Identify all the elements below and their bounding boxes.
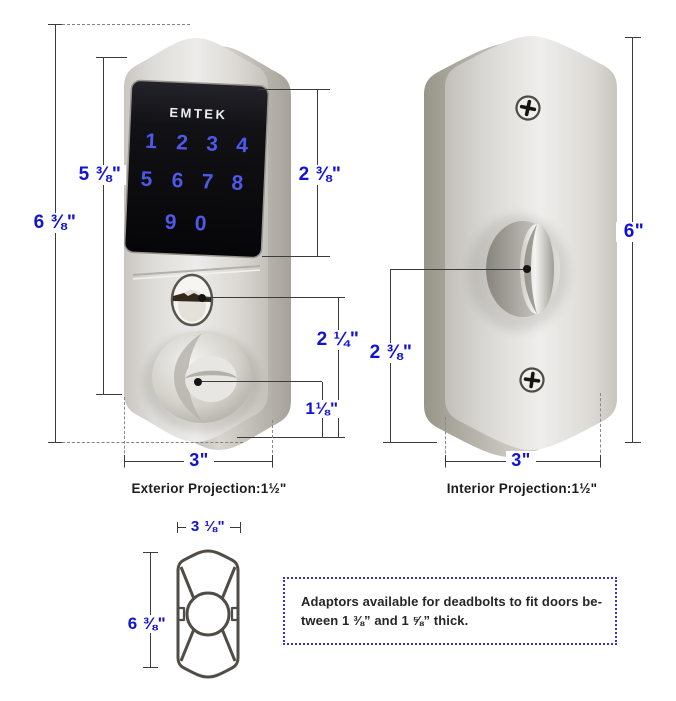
cross-section-outline <box>176 549 240 679</box>
cs-width-label: 3 ⅛" <box>186 519 230 535</box>
cross-section-tab-right <box>230 606 240 622</box>
cs-height-line <box>150 553 151 668</box>
int-turn-leader <box>390 269 527 270</box>
face-seam <box>132 265 261 276</box>
int-overall-bottom-tick <box>625 442 641 443</box>
ext-screen-bottom-tick <box>262 256 330 257</box>
ext-cylinder-leader-dot <box>198 294 206 302</box>
brand-logo: EMTEK <box>169 105 228 123</box>
adaptor-note-line2: tween 1 ⅜” and 1 ⅝” thick. <box>301 612 469 628</box>
ext-screen-height-label: 2 ⅜" <box>294 165 346 185</box>
mounting-screw-bottom <box>519 367 545 393</box>
key-9[interactable]: 9 <box>164 211 177 234</box>
cross-section-tab-left <box>176 606 186 622</box>
key-1[interactable]: 1 <box>145 130 158 154</box>
ext-width-guide-left <box>124 397 125 468</box>
ext-overall-height-line <box>55 25 56 443</box>
key-5[interactable]: 5 <box>140 168 153 192</box>
int-width-guide-right <box>600 393 601 468</box>
int-turn-leader-dot <box>523 265 531 273</box>
ext-turn-leader <box>198 381 322 382</box>
cs-height-bottom-tick <box>143 667 158 668</box>
ext-turn-leader-dot <box>194 378 202 386</box>
key-cylinder[interactable] <box>170 273 214 327</box>
ext-width-tick-left <box>124 455 125 467</box>
ext-panel-height-label: 5 ⅜" <box>74 165 126 185</box>
ext-overall-top-tick <box>48 24 62 25</box>
cs-width-tick-right <box>240 522 241 533</box>
key-2[interactable]: 2 <box>176 131 189 154</box>
ext-projection-caption: Exterior Projection:1½" <box>131 481 287 496</box>
int-overall-top-tick <box>625 37 641 38</box>
int-width-label: 3" <box>506 451 536 470</box>
ext-overall-top-extension <box>62 24 190 25</box>
adaptor-note-box: Adaptors available for deadbolts to fit … <box>283 577 617 645</box>
interior-thumbturn[interactable] <box>468 215 568 331</box>
int-width-tick-right <box>600 455 601 467</box>
ext-panel-top-tick <box>96 57 127 58</box>
int-overall-height-label: 6" <box>616 222 652 242</box>
key-7[interactable]: 7 <box>201 170 214 193</box>
ext-overall-bottom-extension <box>62 442 243 443</box>
interior-lock-image <box>424 36 617 457</box>
exterior-lock-image: EMTEK 1 2 3 4 5 6 7 8 9 0 <box>123 38 291 450</box>
mounting-screw-top <box>515 95 541 121</box>
ext-overall-bottom-tick <box>48 442 62 443</box>
ext-right-bottom-tick <box>237 437 345 438</box>
key-4[interactable]: 4 <box>236 134 249 158</box>
int-turn-label: 2 ⅜" <box>365 343 417 363</box>
int-projection-caption: Interior Projection:1½" <box>446 481 598 496</box>
ext-panel-bottom-tick <box>96 394 122 395</box>
exterior-thumb-grip[interactable] <box>144 331 260 432</box>
cs-width-tick-left <box>177 522 178 533</box>
key-3[interactable]: 3 <box>206 132 219 155</box>
cross-section-ribs <box>179 566 237 662</box>
int-turn-bottom-tick <box>383 442 437 443</box>
key-6[interactable]: 6 <box>171 169 184 192</box>
key-8[interactable]: 8 <box>231 172 244 196</box>
ext-cylinder-leader <box>202 297 345 298</box>
cross-section-bore <box>185 591 231 637</box>
int-width-tick-left <box>445 455 446 467</box>
cs-height-top-tick <box>143 552 158 553</box>
keypad-screen[interactable]: EMTEK 1 2 3 4 5 6 7 8 9 0 <box>123 79 270 259</box>
ext-panel-height-line <box>103 58 104 395</box>
ext-width-tick-right <box>272 455 273 467</box>
ext-screen-top-tick <box>258 89 330 90</box>
ext-overall-height-label: 6 ⅜" <box>29 213 81 233</box>
ext-cylinder-label: 2 ¼" <box>312 330 364 350</box>
int-width-guide-left <box>445 417 446 468</box>
keypad-screen-glass <box>123 79 270 259</box>
key-0[interactable]: 0 <box>194 212 207 235</box>
ext-cylinder-line <box>338 298 339 438</box>
ext-width-guide-right <box>272 420 273 468</box>
ext-width-label: 3" <box>184 451 214 470</box>
ext-turn-label: 1⅛" <box>301 400 343 418</box>
adaptor-note-line1: Adaptors available for deadbolts to fit … <box>301 594 603 609</box>
cs-height-label: 6 ⅜" <box>123 615 171 633</box>
